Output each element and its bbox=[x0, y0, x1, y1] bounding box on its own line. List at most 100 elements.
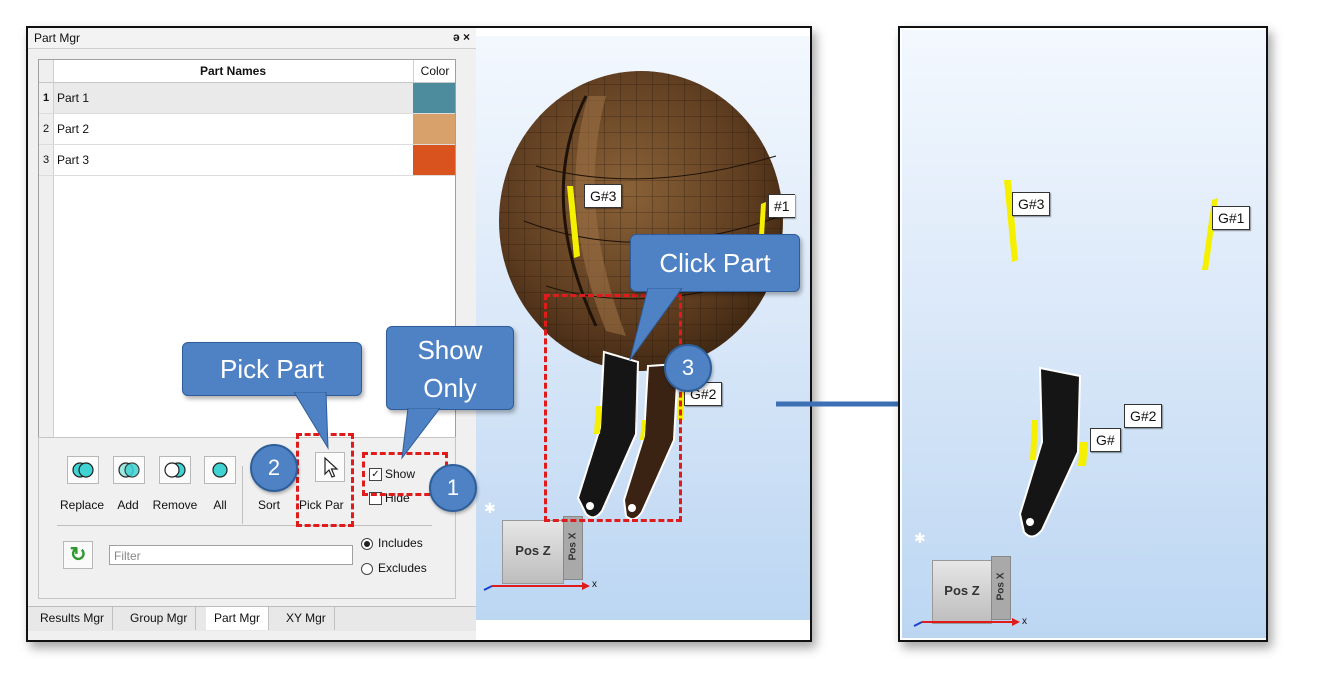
refresh-icon: ↻ bbox=[69, 544, 87, 566]
tab-part-mgr[interactable]: Part Mgr bbox=[206, 607, 270, 630]
show-label[interactable]: Show bbox=[385, 467, 416, 481]
toolbox-divider bbox=[57, 525, 432, 526]
geometry-tag[interactable]: G# bbox=[1090, 428, 1121, 452]
excludes-radio[interactable] bbox=[361, 563, 373, 575]
refresh-button[interactable]: ↻ bbox=[63, 541, 93, 569]
add-label[interactable]: Add bbox=[117, 498, 139, 512]
sort-label[interactable]: Sort bbox=[257, 498, 280, 512]
step-1-badge: 1 bbox=[429, 464, 477, 512]
table-row[interactable]: 3 Part 3 bbox=[39, 145, 455, 176]
geometry-tag[interactable]: G#3 bbox=[584, 184, 623, 208]
geometry-tag[interactable]: #1 bbox=[768, 194, 795, 218]
x-axis-label: x bbox=[1022, 616, 1027, 627]
pick-part-callout: Pick Part bbox=[182, 342, 362, 396]
cursor-arrow-icon bbox=[324, 456, 339, 478]
table-row[interactable]: 2 Part 2 bbox=[39, 114, 455, 145]
guide-marker bbox=[640, 420, 646, 440]
tab-xy-mgr[interactable]: XY Mgr bbox=[278, 607, 335, 630]
view-cube-side-face[interactable]: Pos X bbox=[563, 516, 583, 580]
table-row[interactable]: 1 Part 1 bbox=[39, 83, 455, 114]
view-cube[interactable]: Pos Z bbox=[502, 520, 564, 584]
add-icon bbox=[118, 462, 140, 478]
view-cube-front: Pos Z bbox=[944, 583, 980, 598]
row-number: 3 bbox=[39, 145, 54, 175]
view-cube[interactable]: Pos Z bbox=[932, 560, 992, 624]
part-color-swatch[interactable] bbox=[413, 83, 455, 113]
pivot-icon: ✱ bbox=[484, 500, 496, 516]
pivot-icon: ✱ bbox=[914, 530, 926, 546]
view-cube-front: Pos Z bbox=[515, 543, 551, 558]
row-number: 2 bbox=[39, 114, 54, 144]
view-cube-side: Pos X bbox=[567, 532, 579, 561]
guide-marker bbox=[1004, 180, 1018, 262]
selection-toolbox: Replace Add Remove bbox=[38, 437, 456, 599]
part-names-header[interactable]: Part Names bbox=[199, 64, 267, 78]
click-part-callout-text: Click Part bbox=[659, 248, 771, 278]
part-color-swatch[interactable] bbox=[413, 114, 455, 144]
step-2-badge: 2 bbox=[250, 444, 298, 492]
guide-marker bbox=[594, 406, 602, 434]
part-name: Part 1 bbox=[57, 91, 90, 105]
click-part-highlight bbox=[544, 294, 682, 522]
click-part-callout: Click Part bbox=[630, 234, 800, 292]
result-scene bbox=[1004, 180, 1218, 538]
replace-button[interactable] bbox=[67, 456, 99, 484]
manager-tabs: Results Mgr Group Mgr Part Mgr XY Mgr bbox=[28, 606, 476, 631]
result-viewport[interactable]: G#3 G#1 G#2 G# Pos Z Pos X x ✱ bbox=[902, 30, 1266, 638]
color-header[interactable]: Color bbox=[413, 60, 456, 82]
show-checkbox[interactable]: ✓ bbox=[369, 468, 382, 481]
right-screenshot-frame: G#3 G#1 G#2 G# Pos Z Pos X x ✱ bbox=[898, 26, 1268, 642]
part-name: Part 3 bbox=[57, 153, 90, 167]
includes-radio[interactable] bbox=[361, 538, 373, 550]
geometry-tag[interactable]: G#2 bbox=[1124, 404, 1163, 428]
axis-triad bbox=[483, 582, 590, 591]
left-screenshot-frame: Part Mgr ə × Part Names Color 1 Part 1 2… bbox=[26, 26, 812, 642]
replace-icon bbox=[72, 462, 94, 478]
add-button[interactable] bbox=[113, 456, 145, 484]
part-1-mesh[interactable] bbox=[576, 350, 640, 519]
tab-group-mgr[interactable]: Group Mgr bbox=[122, 607, 197, 630]
pick-part-callout-pointer bbox=[293, 392, 329, 450]
show-only-callout-pointer bbox=[401, 408, 441, 460]
view-cube-side-face[interactable]: Pos X bbox=[991, 556, 1011, 620]
replace-label[interactable]: Replace bbox=[59, 498, 105, 512]
guide-marker bbox=[759, 202, 766, 236]
part-name: Part 2 bbox=[57, 122, 90, 136]
row-number: 1 bbox=[39, 83, 54, 113]
all-icon bbox=[212, 462, 228, 478]
guide-marker bbox=[1078, 442, 1088, 466]
view-cube-side: Pos X bbox=[995, 572, 1007, 601]
panel-titlebar: Part Mgr ə × bbox=[28, 28, 476, 49]
guide-marker bbox=[567, 186, 580, 258]
filter-input[interactable]: Filter bbox=[109, 545, 353, 565]
part-color-swatch[interactable] bbox=[413, 145, 455, 175]
click-part-callout-pointer bbox=[629, 288, 683, 361]
includes-label[interactable]: Includes bbox=[378, 536, 423, 550]
panel-title: Part Mgr bbox=[34, 31, 81, 45]
remove-icon bbox=[164, 462, 186, 478]
window-controls[interactable]: ə × bbox=[452, 30, 470, 44]
show-only-callout: Show Only bbox=[386, 326, 514, 410]
all-label[interactable]: All bbox=[213, 498, 227, 512]
tab-results-mgr[interactable]: Results Mgr bbox=[32, 607, 114, 630]
all-button[interactable] bbox=[204, 456, 236, 484]
pick-part-label[interactable]: Pick Par bbox=[299, 498, 344, 512]
step-3-badge: 3 bbox=[664, 344, 712, 392]
show-only-callout-line1: Show bbox=[417, 335, 483, 365]
table-header: Part Names Color bbox=[39, 60, 455, 83]
remove-button[interactable] bbox=[159, 456, 191, 484]
x-axis-label: x bbox=[592, 579, 597, 590]
pick-part-button[interactable] bbox=[315, 452, 345, 482]
excludes-label[interactable]: Excludes bbox=[378, 561, 427, 575]
pick-part-callout-text: Pick Part bbox=[219, 354, 325, 384]
show-only-callout-line2: Only bbox=[423, 373, 477, 403]
geometry-tag[interactable]: G#1 bbox=[1212, 206, 1251, 230]
toolbar-separator bbox=[242, 466, 243, 524]
row-number-gutter bbox=[39, 176, 54, 458]
part-1-mesh[interactable] bbox=[1018, 366, 1082, 538]
row-number-header bbox=[39, 60, 54, 82]
remove-label[interactable]: Remove bbox=[152, 498, 198, 512]
axis-triad bbox=[913, 618, 1020, 627]
geometry-tag[interactable]: G#3 bbox=[1012, 192, 1051, 216]
guide-marker bbox=[1030, 420, 1038, 460]
